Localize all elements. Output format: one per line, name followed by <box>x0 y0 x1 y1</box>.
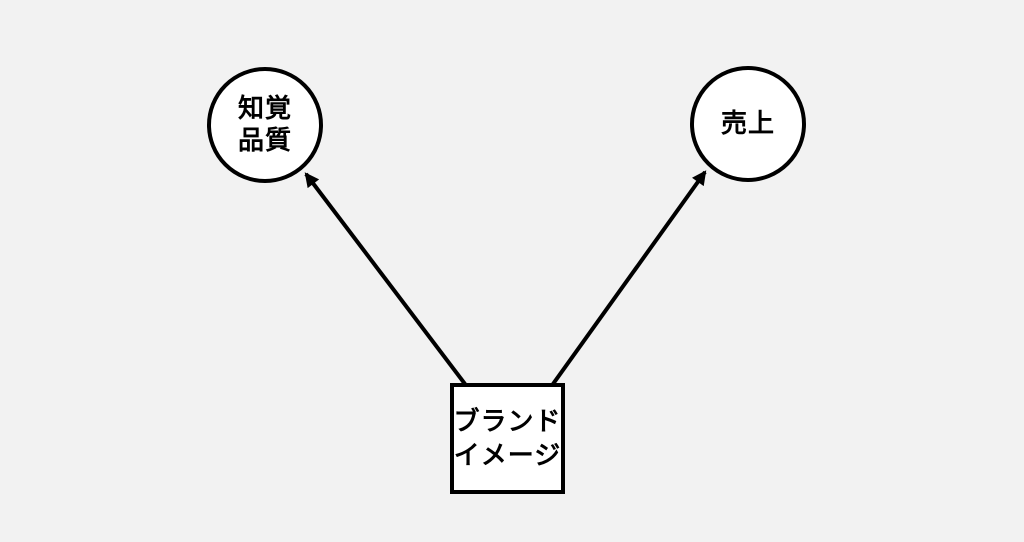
node-perceived-quality: 知覚 品質 <box>207 67 323 183</box>
arrow-brand-to-quality <box>304 172 467 386</box>
node-brand-image-label-line1: ブランド <box>453 406 562 437</box>
node-sales-label: 売上 <box>720 109 775 139</box>
node-sales: 売上 <box>690 66 806 182</box>
node-brand-image-label-line2: イメージ <box>453 440 562 471</box>
node-perceived-quality-label-line2: 品質 <box>237 126 292 156</box>
arrow-brand-to-sales <box>551 170 707 386</box>
node-perceived-quality-label-line1: 知覚 <box>237 94 292 124</box>
node-brand-image: ブランド イメージ <box>450 383 565 494</box>
